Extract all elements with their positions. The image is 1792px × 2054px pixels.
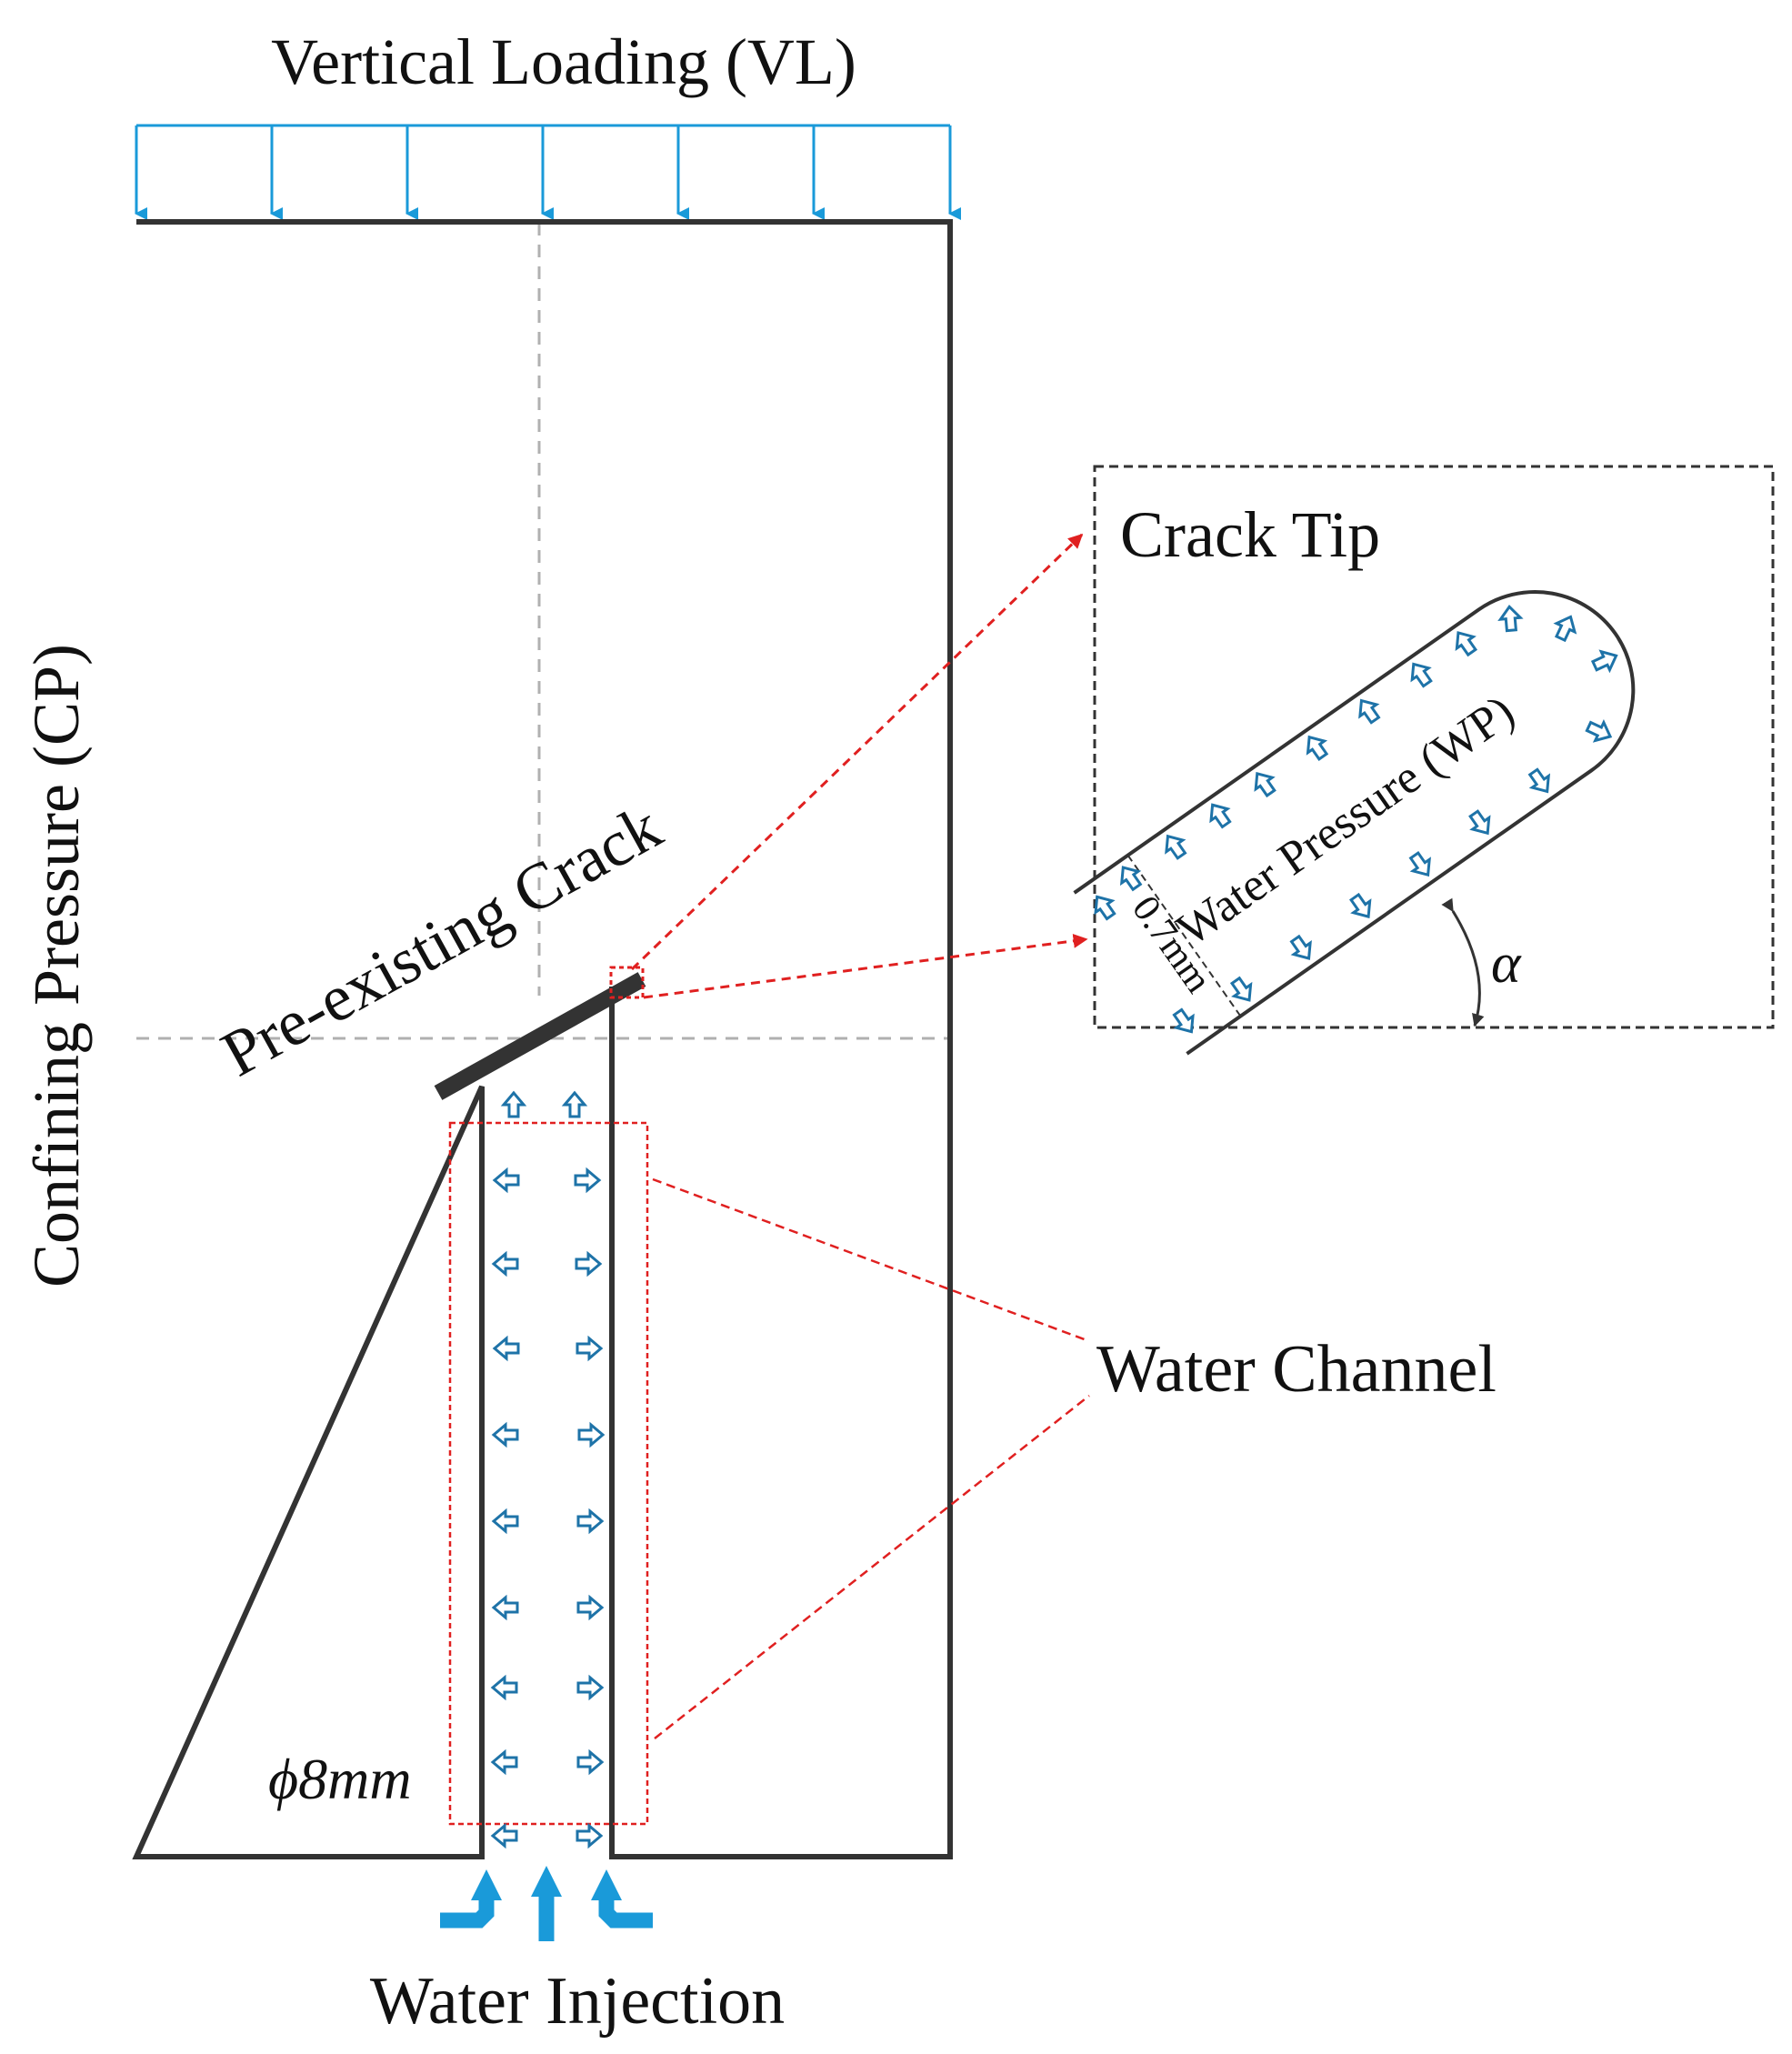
channel-pressure-arrows bbox=[491, 1091, 605, 1848]
crack-tip-label: Crack Tip bbox=[1120, 498, 1380, 571]
detail-callout-arrows bbox=[630, 533, 1088, 999]
confining-pressure-label: Confining Pressure (CP) bbox=[20, 644, 93, 1288]
channel-diameter-label: ϕ8mm bbox=[268, 1747, 412, 1811]
pre-existing-crack bbox=[434, 972, 646, 1100]
angle-arc bbox=[1441, 897, 1485, 1027]
crack-tip-shape: 0.7mm Water Pressure (WP) bbox=[1073, 589, 1636, 1056]
water-channel-leaders bbox=[652, 1177, 1090, 1739]
vertical-loading-label: Vertical Loading (VL) bbox=[271, 25, 856, 98]
pre-existing-crack-label: Pre-existing Crack bbox=[210, 790, 673, 1091]
water-injection-arrowheads bbox=[471, 1866, 622, 1900]
specimen-outline bbox=[132, 219, 953, 1859]
water-injection-arrows bbox=[440, 1895, 653, 1941]
crack-tip-marker bbox=[609, 966, 645, 999]
water-channel-label: Water Channel bbox=[1096, 1332, 1497, 1407]
angle-alpha-label: α bbox=[1491, 933, 1522, 995]
center-guide-lines bbox=[136, 223, 950, 1040]
water-injection-label: Water Injection bbox=[370, 1964, 785, 2039]
vertical-loading-arrows bbox=[135, 124, 961, 220]
crack-tip-detail-panel bbox=[1093, 465, 1775, 1029]
water-channel-region bbox=[448, 1121, 649, 1826]
